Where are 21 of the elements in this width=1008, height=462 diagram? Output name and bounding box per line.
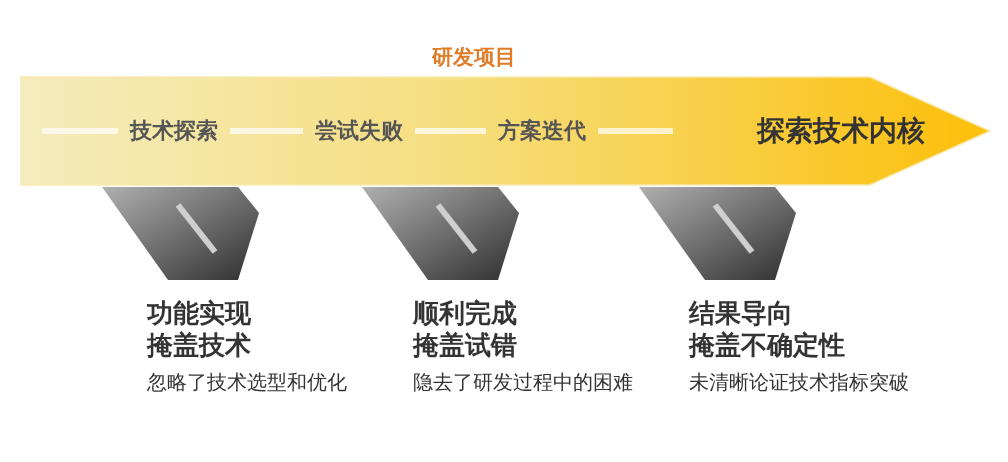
stage-label: 方案迭代	[486, 117, 598, 145]
connector-line	[415, 128, 486, 134]
description: 忽略了技术选型和优化	[147, 369, 347, 395]
stage-label: 技术探索	[118, 117, 230, 145]
title: 研发项目	[432, 44, 516, 70]
heading: 掩盖不确定性	[689, 329, 845, 361]
connector-line	[42, 128, 118, 134]
heading: 结果导向	[689, 297, 793, 329]
connector-line	[230, 128, 303, 134]
connector-line	[598, 128, 673, 134]
heading: 顺利完成	[413, 297, 517, 329]
pentagon-tab	[639, 187, 796, 280]
stage-label: 尝试失败	[303, 117, 415, 145]
pentagon-tab	[102, 187, 259, 280]
goal-label: 探索技术内核	[757, 115, 925, 147]
heading: 功能实现	[147, 297, 251, 329]
pentagon-tab	[362, 187, 519, 280]
heading: 掩盖技术	[147, 329, 251, 361]
heading: 掩盖试错	[413, 329, 517, 361]
description: 未清晰论证技术指标突破	[689, 369, 909, 395]
description: 隐去了研发过程中的困难	[413, 369, 633, 395]
